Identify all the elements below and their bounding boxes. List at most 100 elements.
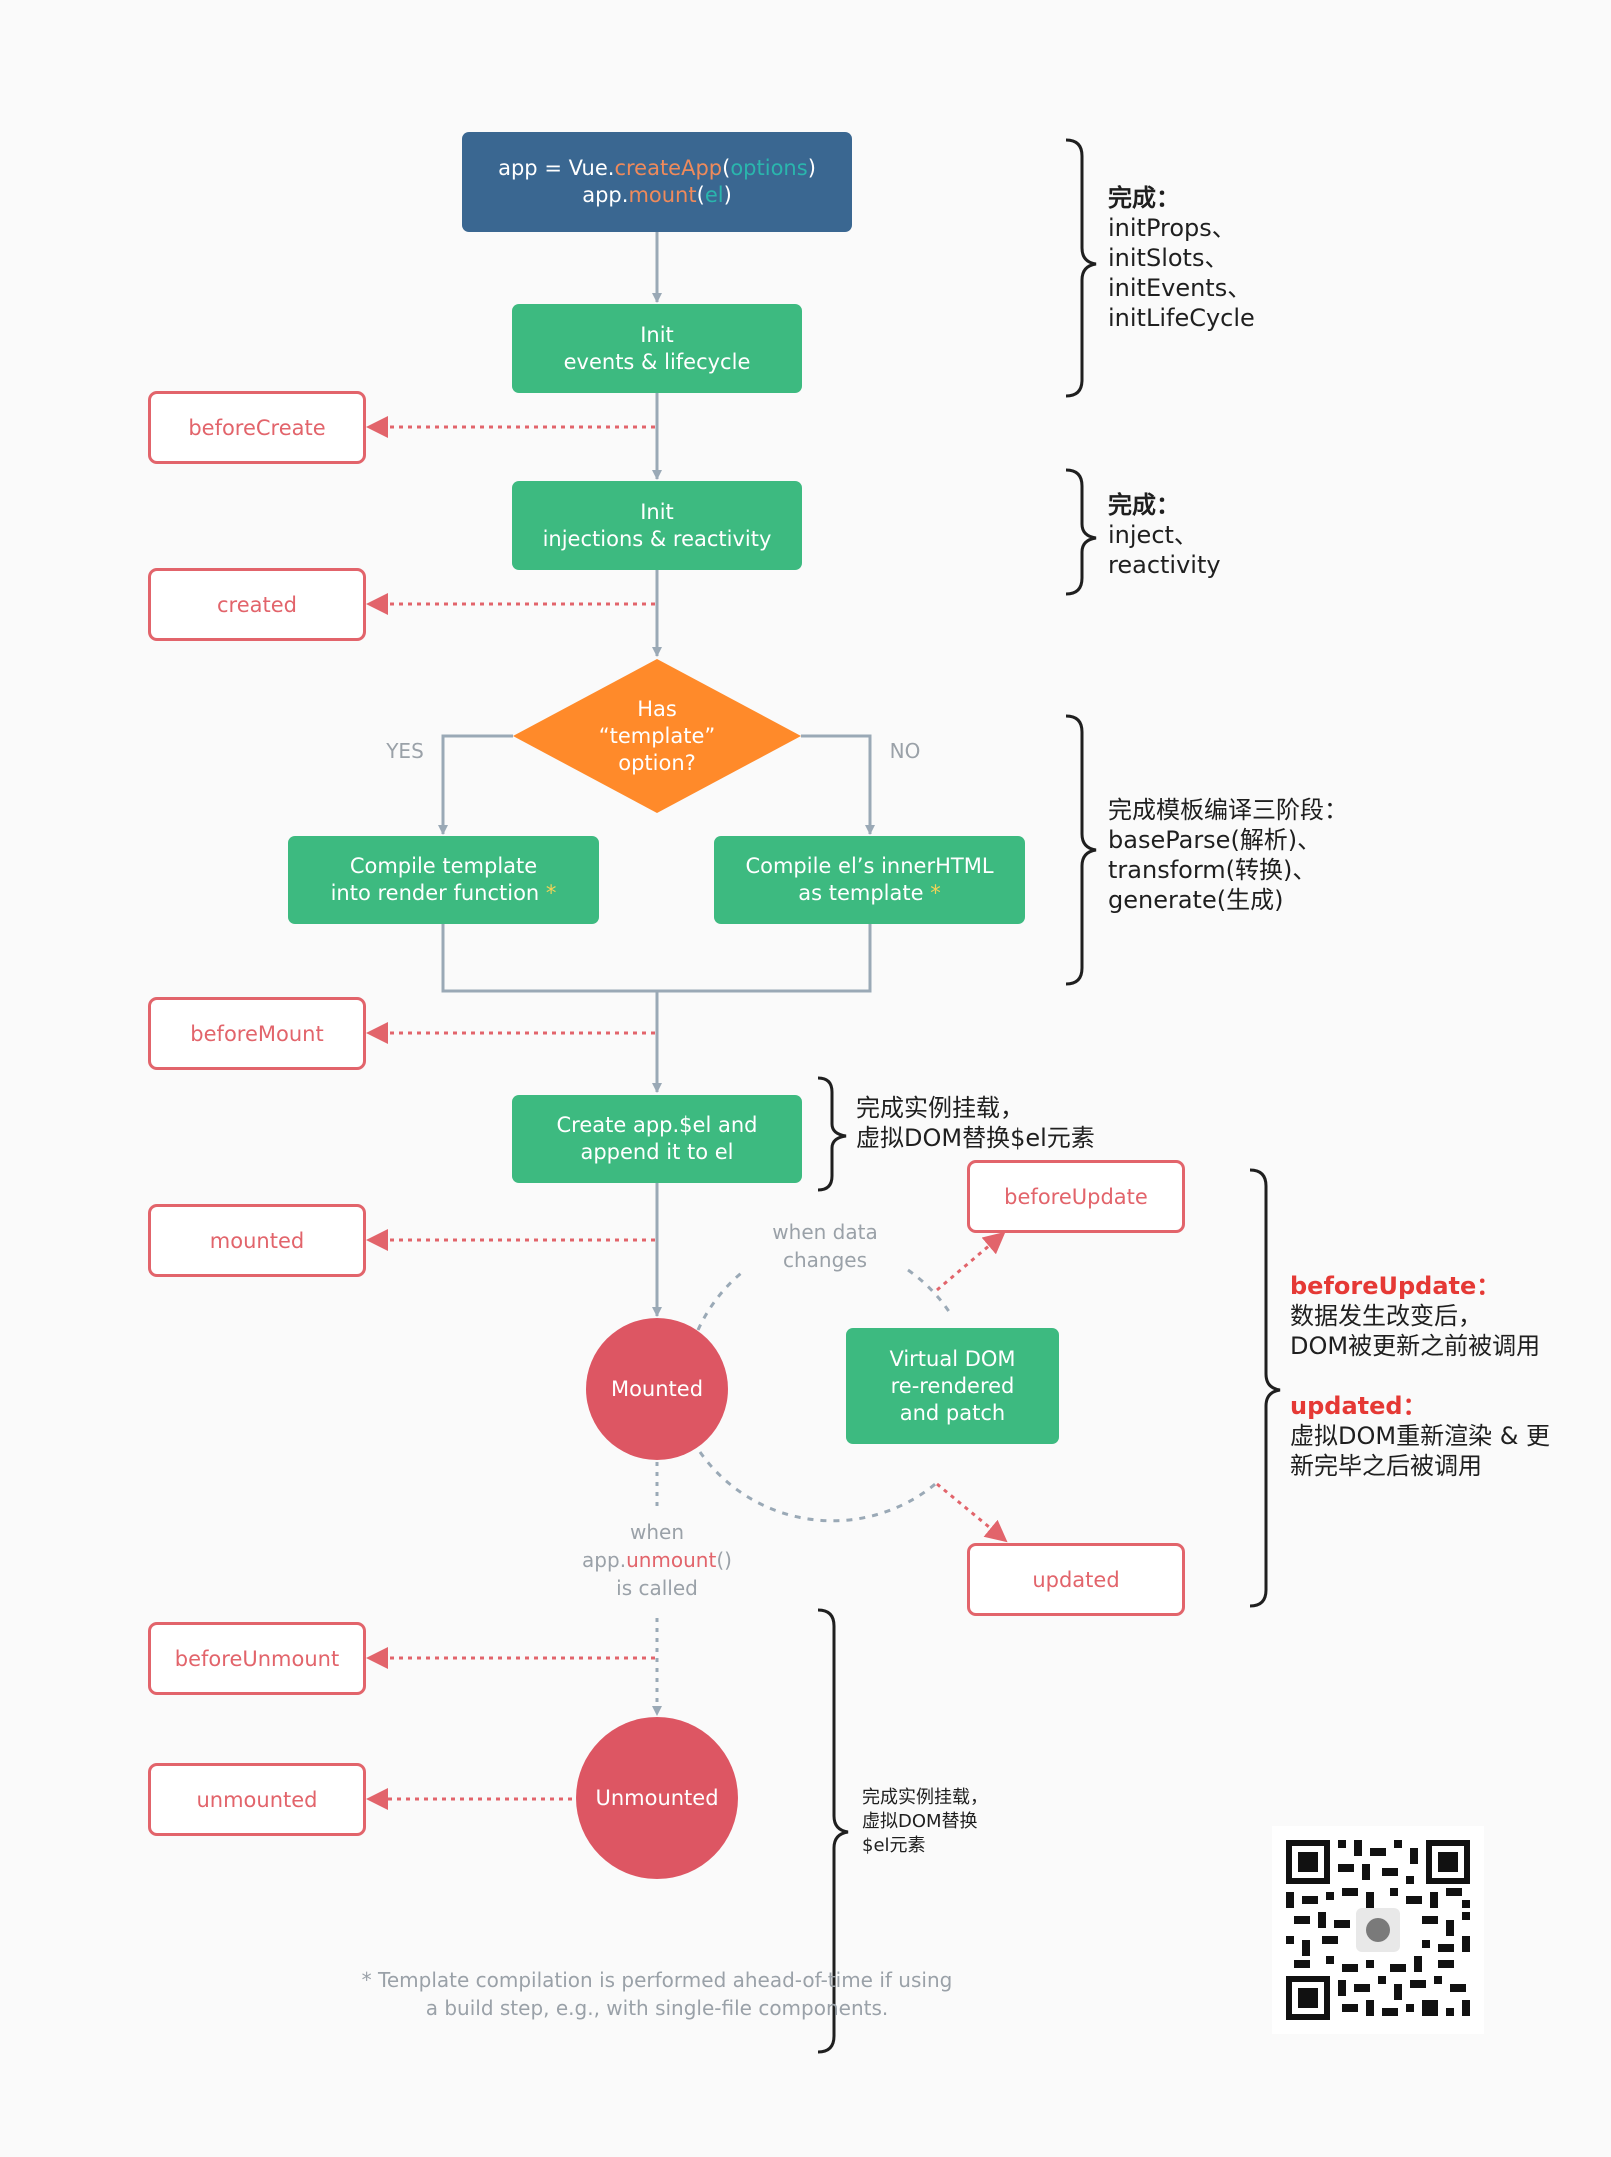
annotation-title: 完成： [1108,491,1180,519]
step-text-with-star: into render function * [331,880,557,907]
step-text: Create app.$el and [556,1113,758,1137]
hook-before-create: beforeCreate [148,391,366,464]
step-text: Virtual DOM [889,1346,1016,1371]
annotation-line: initProps、 [1108,214,1236,242]
footnote-line: a build step, e.g., with single-file com… [425,1996,889,2020]
brace-update [1249,1168,1281,1608]
code-paren: ( [722,156,731,180]
mounted-state: Mounted [586,1318,728,1460]
decision-text: “template” [598,723,716,748]
annotation-line: 完成实例挂载， [856,1094,1024,1122]
annotation-init: 完成： initProps、 initSlots、 initEvents、 in… [1108,183,1255,333]
decision-text: Has [637,696,677,721]
unmount-label-code: app.unmount() [557,1546,757,1574]
init-events-node: Init events & lifecycle [512,304,802,393]
unmounted-state: Unmounted [576,1717,738,1879]
step-text: Compile el’s innerHTML [745,854,994,878]
annotation-line: 数据发生改变后， [1290,1302,1482,1330]
annotation-line: initSlots、 [1108,244,1229,272]
code-options: options [730,156,808,180]
create-app-line: app = Vue.createApp(options) [498,155,816,182]
loop-label-line: changes [782,1248,868,1272]
compile-el-node: Compile el’s innerHTML as template * [714,836,1025,924]
code-paren: ) [723,183,732,207]
step-text: Init [640,499,674,524]
footnote: * Template compilation is performed ahea… [300,1966,1014,2022]
asterisk: * [545,881,557,905]
qr-code-pattern [1286,1840,1470,2020]
yes-label: YES [386,739,424,763]
annotation-line: 完成模板编译三阶段： [1108,796,1348,824]
code-create-app: createApp [614,156,723,180]
annotation-line: 新完毕之后被调用 [1290,1452,1482,1480]
footnote-line: * Template compilation is performed ahea… [361,1968,953,1992]
step-text: and patch [899,1400,1006,1425]
annotation-title: updated： [1290,1392,1427,1420]
unmount-label-line: when [629,1520,684,1544]
step-text: append it to el [580,1140,734,1164]
code-paren: ( [696,183,705,207]
annotation-line: initEvents、 [1108,274,1252,302]
hook-before-mount: beforeMount [148,997,366,1070]
code-text: app = Vue. [498,156,615,180]
annotation-line: inject、 [1108,521,1198,549]
update-loop-top-left [696,1268,746,1331]
step-text-with-star: as template * [798,880,940,907]
decision-text: option? [618,750,696,775]
qr-code [1272,1826,1484,2034]
annotation-line: transform(转换)、 [1108,856,1317,884]
annotation-title: 完成： [1108,184,1180,212]
decision-label: Has “template” option? [557,686,757,786]
loop-label-line: when data [772,1220,878,1244]
hook-updated: updated [967,1543,1185,1616]
code-paren: ) [807,156,816,180]
unmount-label-line: is called [616,1576,698,1600]
unmount-call-label: when app.unmount() is called [557,1518,757,1602]
no-label: NO [889,739,921,763]
virtual-dom-node: Virtual DOM re-rendered and patch [846,1328,1059,1444]
hook-arrow-before-update [936,1231,1006,1292]
mount-line: app.mount(el) [582,182,732,209]
annotation-line: 虚拟DOM替换 [862,1811,978,1832]
annotation-title: beforeUpdate： [1290,1272,1501,1300]
annotation-line: 虚拟DOM重新渲染 & 更 [1290,1422,1551,1450]
brace-inject [1065,468,1097,596]
code-text: app. [582,183,629,207]
hook-mounted: mounted [148,1204,366,1277]
update-loop-top-right [907,1268,952,1314]
step-text: re-rendered [890,1373,1015,1398]
code-unmount: unmount [626,1548,717,1572]
code-text: app. [582,1548,627,1572]
create-el-node: Create app.$el and append it to el [512,1095,802,1183]
brace-init [1065,138,1097,398]
step-text: injections & reactivity [542,526,772,551]
update-loop-bottom [698,1451,941,1523]
annotation-line: 完成实例挂载， [862,1787,988,1808]
annotation-line: 虚拟DOM替换$el元素 [856,1124,1095,1152]
annotation-line: $el元素 [862,1835,926,1856]
annotation-line: baseParse(解析)、 [1108,826,1322,854]
annotation-mount: 完成实例挂载， 虚拟DOM替换$el元素 [856,1093,1095,1153]
hook-unmounted: unmounted [148,1763,366,1836]
loop-label: when data changes [740,1218,910,1274]
annotation-inject: 完成： inject、 reactivity [1108,490,1221,580]
hook-before-unmount: beforeUnmount [148,1622,366,1695]
code-mount: mount [628,183,697,207]
connector-no-branch [801,734,875,835]
brace-mount [817,1076,847,1192]
code-el: el [704,183,724,207]
hook-created: created [148,568,366,641]
template-decision-diamond [513,659,801,813]
step-text: Compile template [349,854,538,878]
step-text: into render function [330,881,540,905]
annotation-line: DOM被更新之前被调用 [1290,1332,1541,1360]
step-text: Init [640,322,674,347]
connector-merge [441,924,872,993]
annotation-line: generate(生成) [1108,886,1284,914]
step-text: events & lifecycle [563,349,751,374]
asterisk: * [930,881,941,905]
hook-before-update: beforeUpdate [967,1160,1185,1233]
init-injections-node: Init injections & reactivity [512,481,802,570]
